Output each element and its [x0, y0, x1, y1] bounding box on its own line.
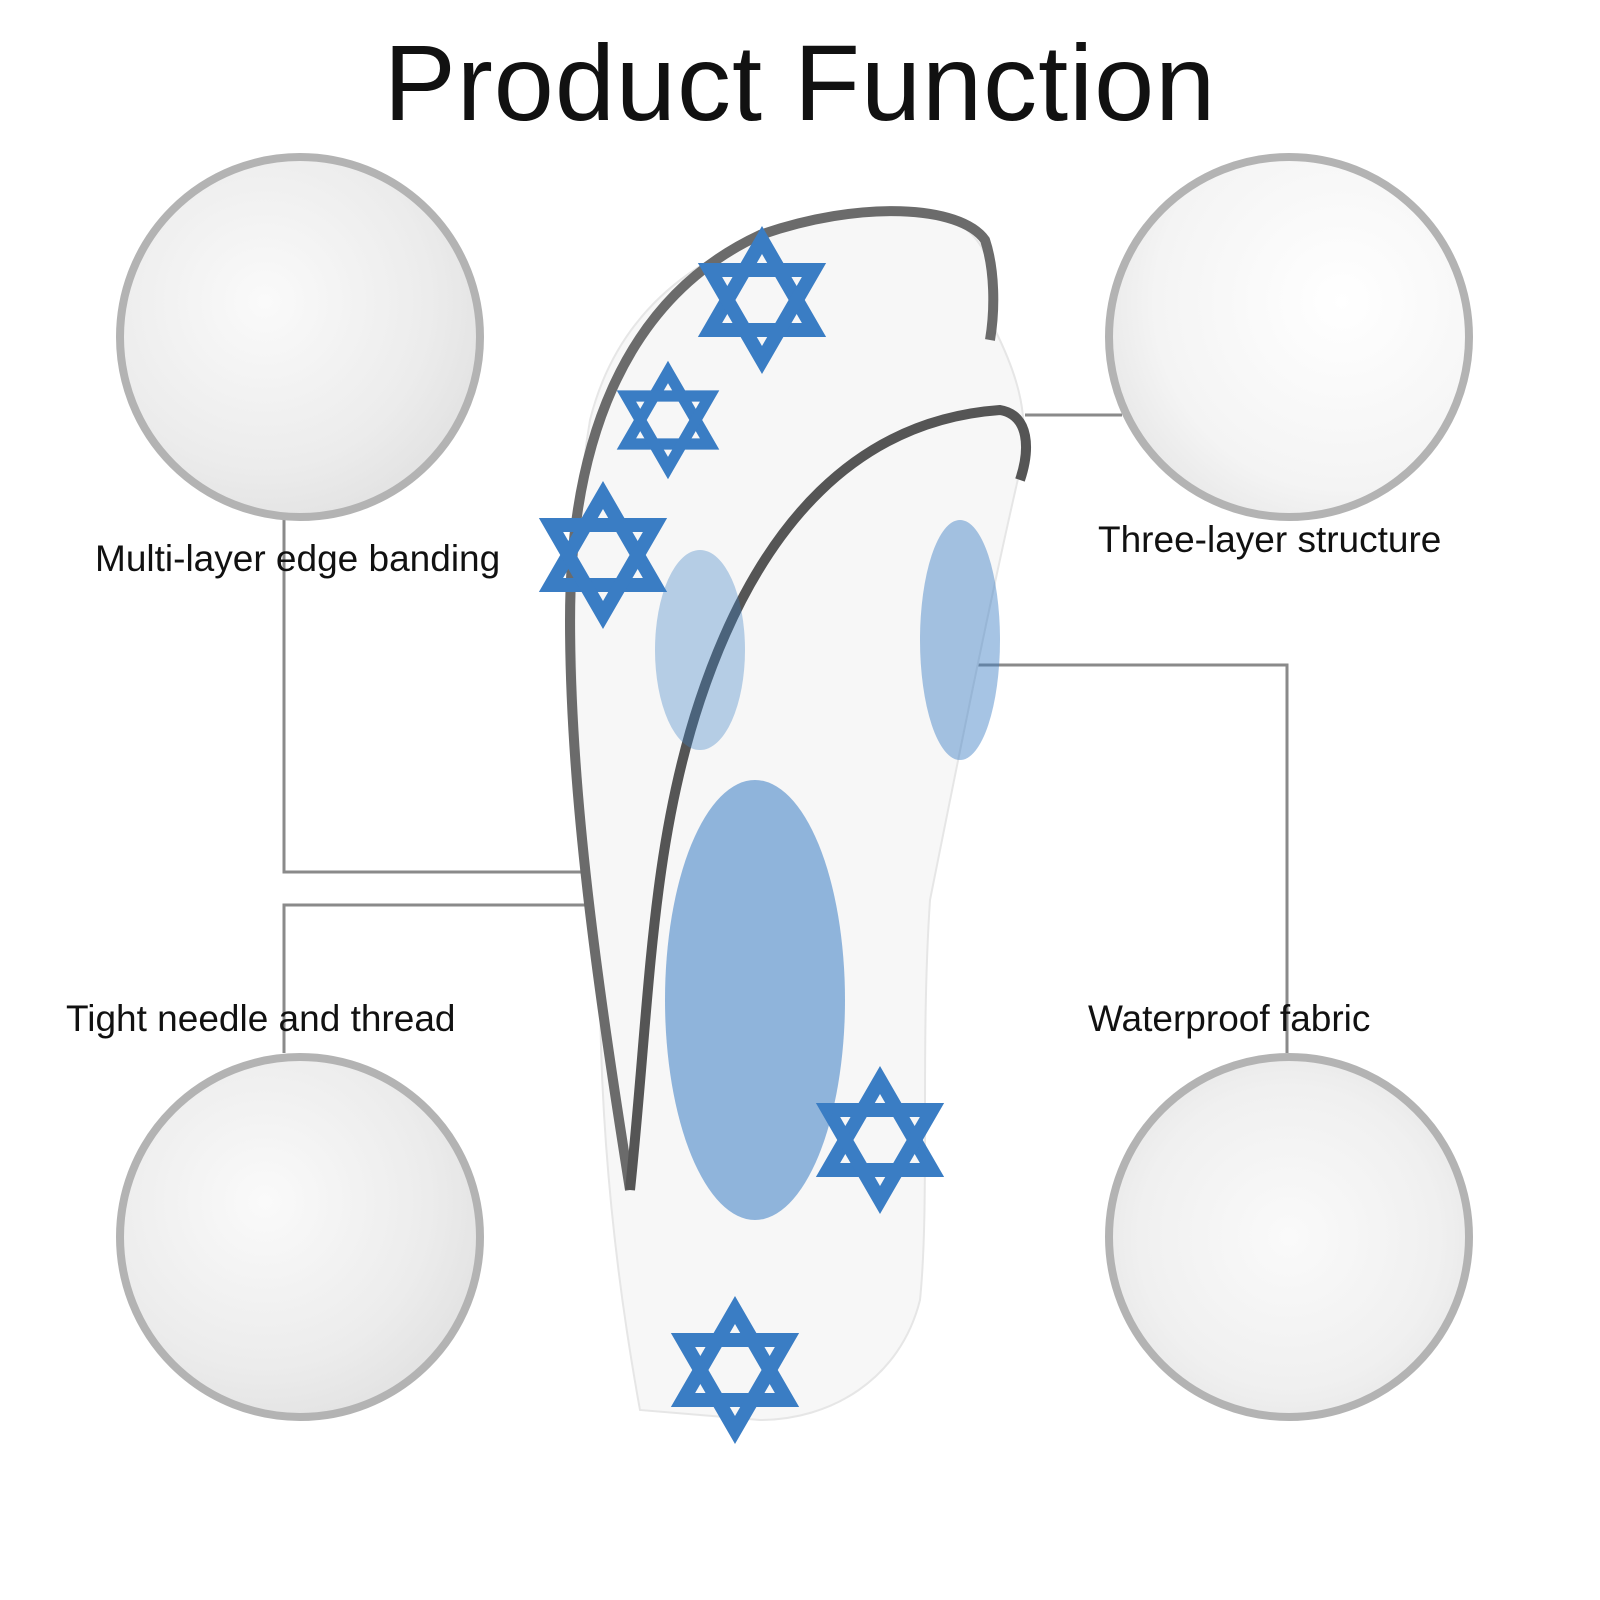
feature-label-needle-thread: Tight needle and thread	[66, 998, 456, 1039]
outer-trim	[564, 206, 999, 1191]
feature-label-three-layer: Three-layer structure	[1098, 519, 1442, 560]
detail-circle-three-layer	[1105, 153, 1473, 521]
callout-line-edge-banding	[282, 513, 615, 874]
detail-circle-edge-banding	[116, 153, 484, 521]
detail-circle-needle-thread	[116, 1053, 484, 1421]
callout-line-waterproof	[895, 663, 1289, 1053]
callout-line-needle-thread	[282, 903, 600, 1053]
lion-illustration	[920, 520, 1000, 760]
lion-illustration	[655, 550, 745, 750]
feature-label-waterproof: Waterproof fabric	[1088, 998, 1371, 1039]
page-title: Product Function	[383, 22, 1217, 143]
inner-trim	[625, 404, 1031, 1191]
lion-illustration	[665, 780, 845, 1220]
detail-circle-waterproof	[1105, 1053, 1473, 1421]
feature-label-edge-banding: Multi-layer edge banding	[95, 538, 501, 579]
